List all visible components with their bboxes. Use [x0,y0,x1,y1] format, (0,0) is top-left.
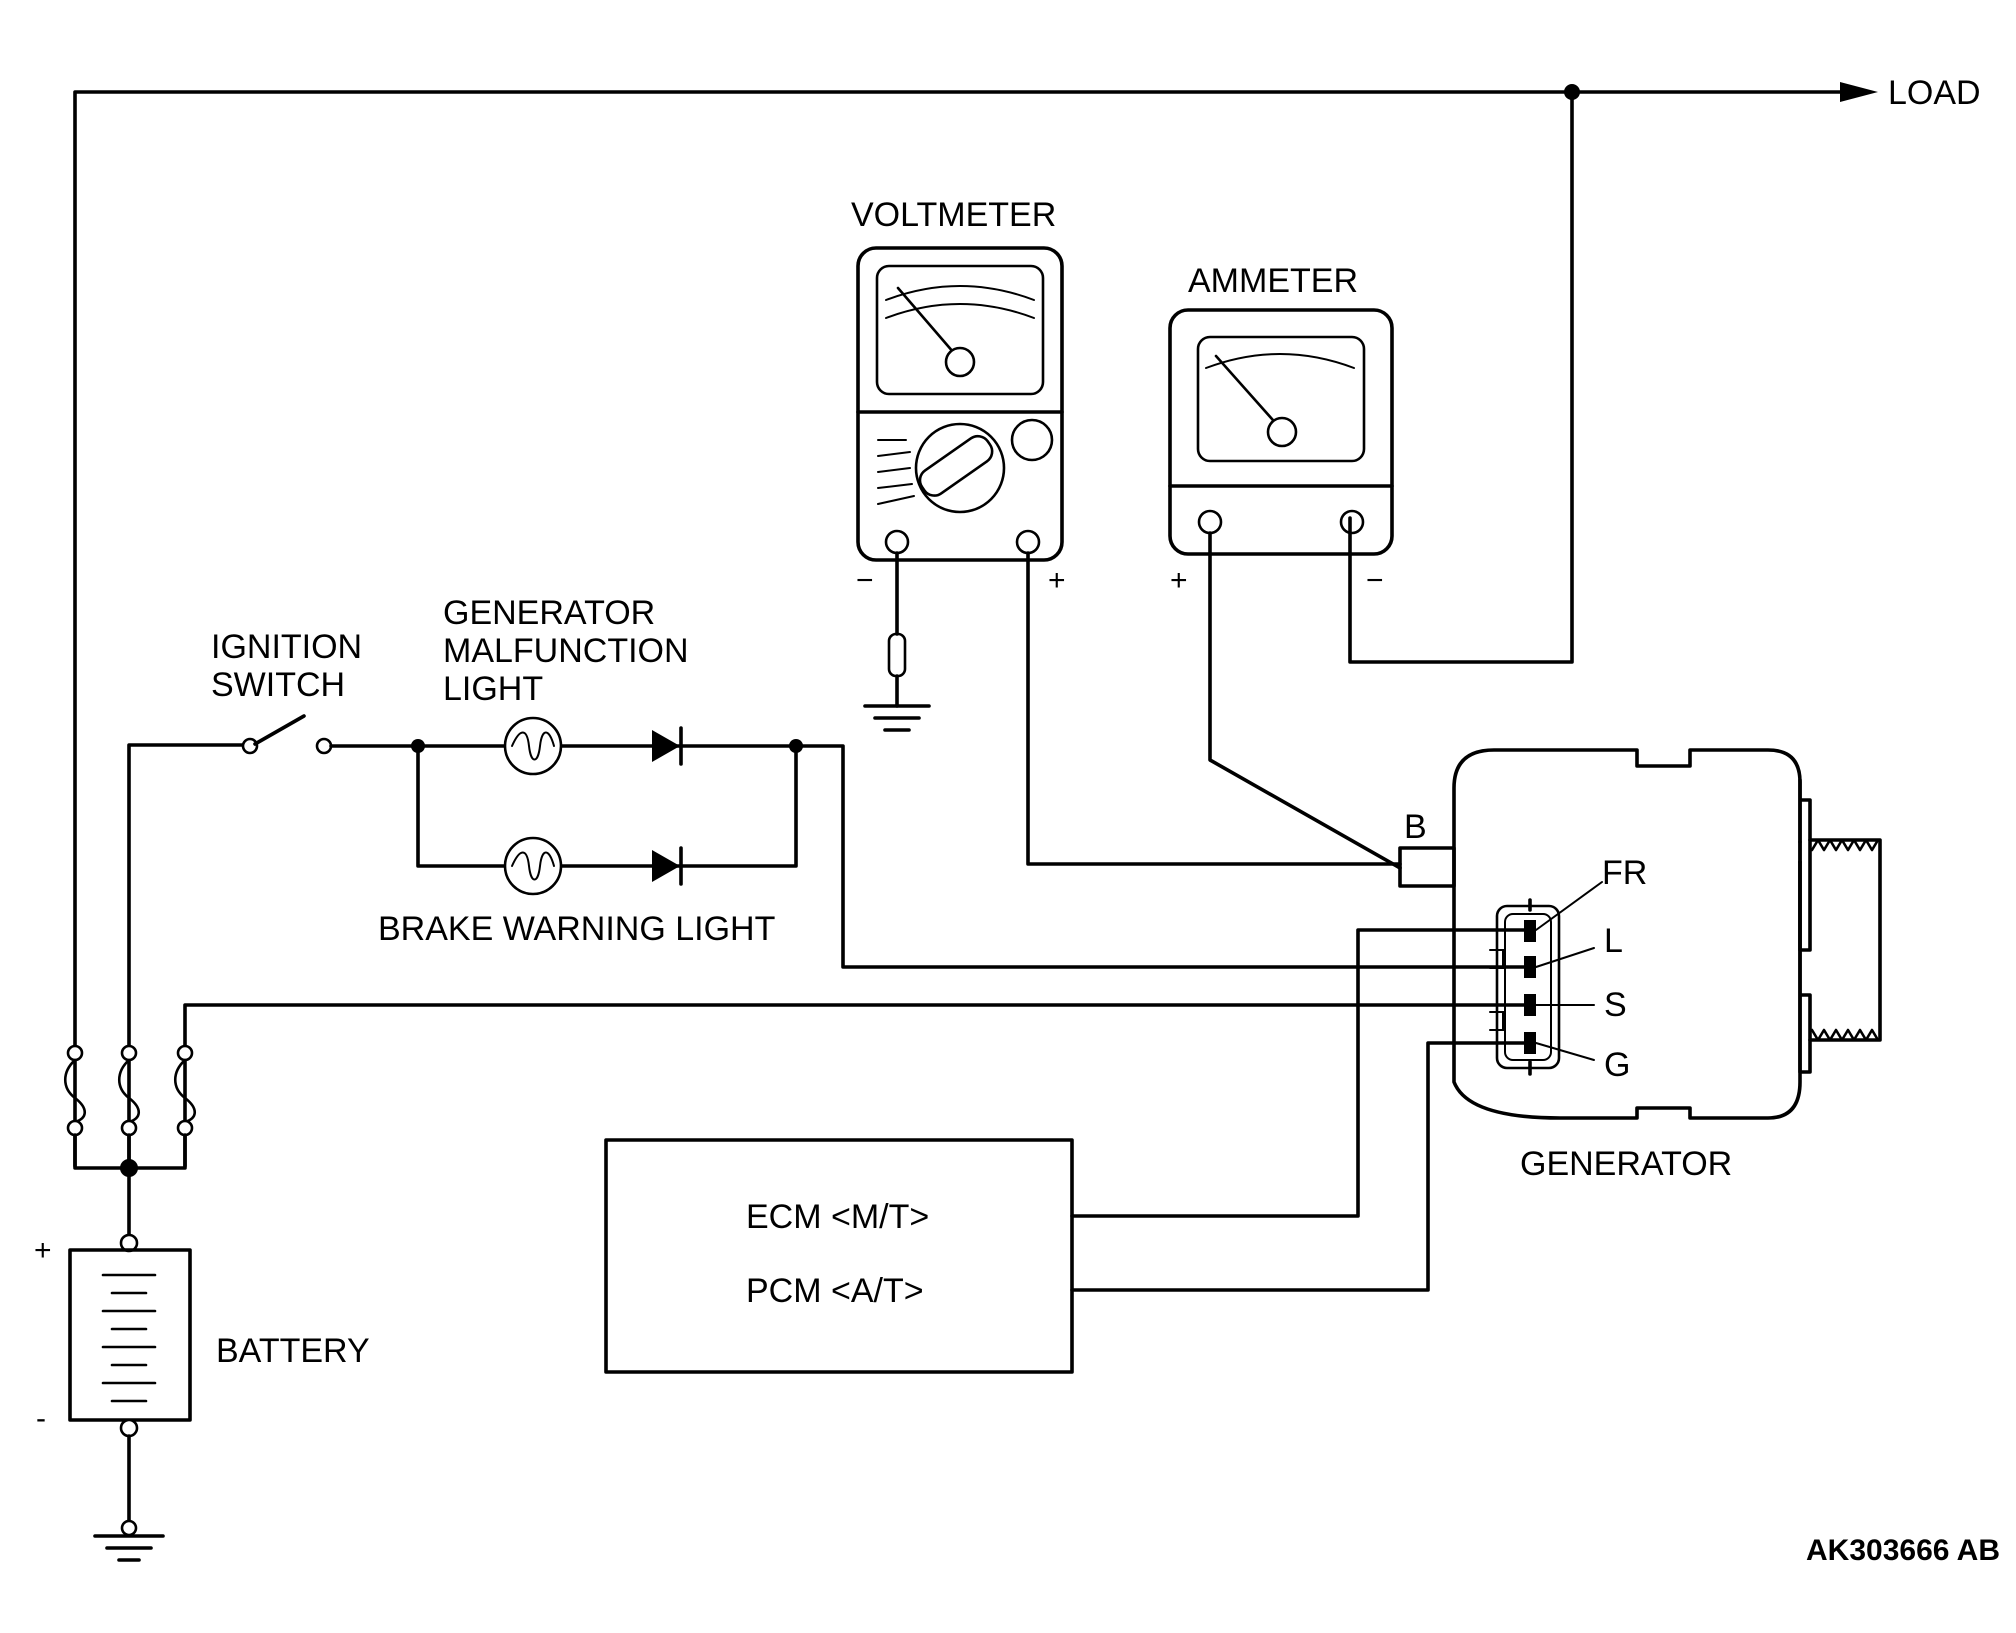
generator-malfunction-lamp-icon [503,716,563,776]
brake-warning-lamp-icon [503,836,563,896]
voltmeter-label: VOLTMETER [851,196,1056,234]
voltmeter-minus-sign: − [856,564,874,597]
generator-light-label-line3: LIGHT [443,670,543,708]
ammeter-plus-sign: + [1170,564,1188,597]
terminal-g-label: G [1604,1046,1630,1084]
ecm-label: ECM <M/T> [746,1198,929,1236]
terminal-s-label: S [1604,986,1627,1024]
lamp-to-terminal-l-wire [794,744,1532,969]
ecm-pcm-module [604,1138,1074,1374]
fuse-block [63,1044,197,1242]
generator-light-label-line1: GENERATOR [443,594,655,632]
pcm-label: PCM <A/T> [746,1272,924,1310]
generator-label: GENERATOR [1520,1145,1732,1183]
terminal-fr-to-ecm-wire [1070,928,1532,1218]
ground-symbol-icon [863,704,931,732]
ammeter-positive-lead [1208,531,1402,870]
ignition-switch-label-line1: IGNITION [211,628,362,666]
terminal-fr-label: FR [1602,854,1647,892]
generator-light-label-line2: MALFUNCTION [443,632,689,670]
brake-warning-light-label: BRAKE WARNING LIGHT [378,910,775,948]
battery [68,1233,192,1537]
generator [1398,748,1882,1120]
figure-code: AK303666 AB [1806,1534,2000,1567]
terminal-l-label: L [1604,922,1623,960]
ammeter [1168,308,1394,556]
ignition-switch-label-line2: SWITCH [211,666,345,704]
battery-label: BATTERY [216,1332,370,1370]
terminal-b-label: B [1404,808,1427,846]
pulley-belt-teeth-icon [1810,838,1880,852]
battery-minus-sign: - [36,1402,46,1435]
battery-to-terminal-s-wire [183,1003,1532,1168]
generator-light-diode-icon [652,726,683,766]
voltmeter-selector-knob-icon [914,422,1006,514]
voltmeter [856,246,1064,562]
terminal-g-to-pcm-wire [1070,1041,1532,1292]
voltmeter-ground-probe [887,551,907,708]
voltmeter-plus-sign: + [1048,564,1066,597]
load-label: LOAD [1888,74,1981,112]
ignition-switch [127,714,333,1168]
battery-plus-sign: + [34,1234,52,1267]
brake-light-diode-icon [652,846,683,886]
battery-ground-icon [93,1534,165,1562]
load-line [73,82,1878,1168]
voltmeter-positive-lead [1026,551,1402,866]
ammeter-label: AMMETER [1188,262,1358,300]
ammeter-minus-sign: − [1366,564,1384,597]
